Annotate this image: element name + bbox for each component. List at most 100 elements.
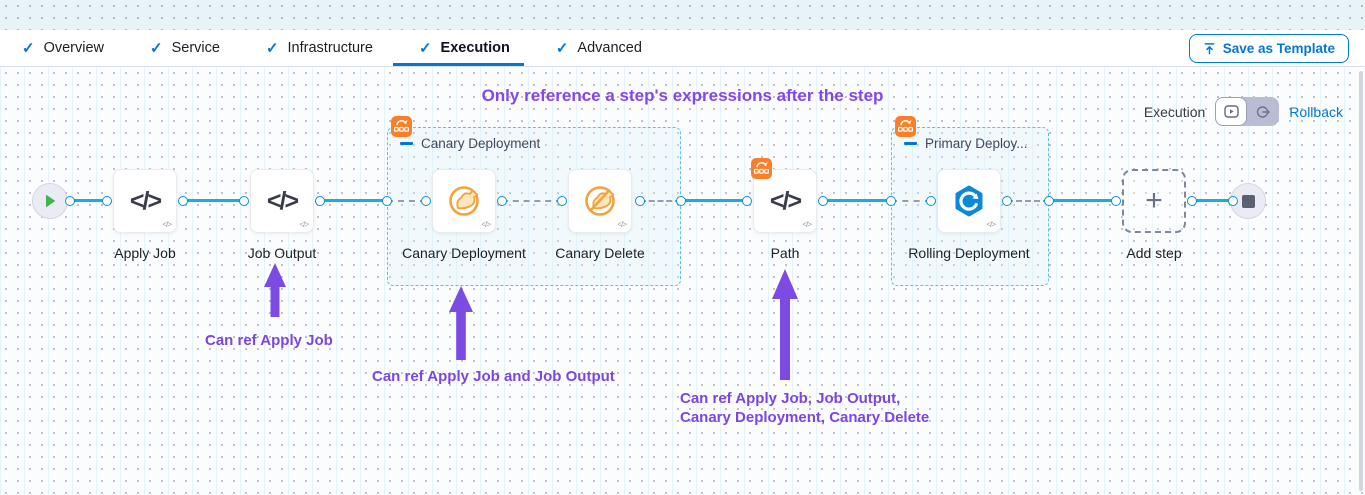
tab-label: Infrastructure [287,40,373,56]
edge-dashed [502,200,562,202]
play-icon [46,195,55,207]
step-label: Job Output [247,245,317,261]
annotation-arrow-icon [264,263,286,317]
port[interactable] [382,196,392,206]
group-label: Canary Deployment [421,136,541,151]
tab-label: Service [171,40,220,56]
tab-infrastructure[interactable]: ✓ Infrastructure [266,30,373,66]
edge [1049,199,1116,202]
group-header[interactable]: Canary Deployment [400,136,540,151]
step-canary-deployment[interactable]: </> [432,169,496,233]
edge [681,199,747,202]
port[interactable] [818,196,828,206]
port[interactable] [421,196,431,206]
annotation-arrow-icon [772,269,798,380]
collapse-icon[interactable] [400,142,413,145]
port[interactable] [676,196,686,206]
port[interactable] [178,196,188,206]
step-badge-icon [751,158,772,179]
save-as-template-label: Save as Template [1222,40,1335,56]
plus-icon: + [1145,184,1163,217]
vertical-scrollbar[interactable] [1359,71,1363,491]
step-canary-delete[interactable]: </> [568,169,632,233]
port[interactable] [315,196,325,206]
add-step-label: Add step [1126,245,1182,261]
edge [183,199,244,202]
step-apply-job[interactable]: </> </> [113,169,177,233]
execution-rollback-toggle[interactable] [1215,97,1280,126]
edge-dashed [640,200,681,202]
code-mini-icon: </> [481,220,491,229]
step-job-output[interactable]: </> </> [250,169,314,233]
edge [1192,199,1233,202]
annotation-arrow-icon [449,286,473,360]
code-mini-icon: </> [162,220,172,229]
port[interactable] [102,196,112,206]
step-path[interactable]: </> </> [753,169,817,233]
execution-icon [1224,105,1239,118]
edge-dashed [1007,200,1049,202]
annotation-title: Only reference a step's expressions afte… [481,86,884,105]
port[interactable] [886,196,896,206]
port[interactable] [635,196,645,206]
execution-toggle-button[interactable] [1215,97,1248,126]
execution-mode-label: Execution [1143,103,1206,120]
execution-rollback-control: Execution Rollback [1144,97,1343,126]
check-icon: ✓ [150,40,163,57]
code-mini-icon: </> [802,220,812,229]
rollback-toggle-button[interactable] [1247,97,1279,126]
add-step-button[interactable]: + [1122,169,1186,233]
group-label: Primary Deploy... [925,136,1028,151]
port[interactable] [1228,196,1238,206]
edge [320,199,387,202]
annotation-text: Can ref Apply Job [205,332,333,349]
canary-icon [449,186,479,216]
check-icon: ✓ [22,40,35,57]
port[interactable] [1187,196,1197,206]
step-label: Apply Job [114,245,176,261]
check-icon: ✓ [418,40,432,57]
port[interactable] [742,196,752,206]
tab-overview[interactable]: ✓ Overview [22,30,104,66]
port[interactable] [557,196,567,206]
port[interactable] [926,196,936,206]
port[interactable] [1002,196,1012,206]
tab-advanced[interactable]: ✓ Advanced [556,30,642,66]
edge-dashed [891,200,931,202]
check-icon: ✓ [555,40,569,57]
save-as-template-button[interactable]: Save as Template [1188,33,1349,63]
pipeline-start-node[interactable] [32,183,68,219]
step-label: Path [770,245,800,261]
stop-icon [1241,194,1255,208]
tab-service[interactable]: ✓ Service [150,30,220,66]
upload-template-icon [1204,42,1215,54]
step-rolling-deployment[interactable]: </> [937,169,1001,233]
pipeline-canvas[interactable]: Only reference a step's expressions afte… [0,67,1365,495]
tab-label: Execution [440,40,510,56]
canary-delete-icon [585,186,615,216]
edge [70,199,107,202]
edge-dashed [387,200,426,202]
step-group-badge-icon [895,116,916,137]
code-icon: </> [266,186,299,215]
step-group-badge-icon [391,116,412,137]
code-mini-icon: </> [299,220,309,229]
collapse-icon[interactable] [904,142,917,145]
port[interactable] [497,196,507,206]
code-icon: </> [129,186,162,215]
tab-label: Advanced [577,40,642,56]
port[interactable] [65,196,75,206]
tab-label: Overview [43,40,105,56]
rollback-icon [1256,105,1270,118]
edge [823,199,891,202]
rollback-link[interactable]: Rollback [1289,103,1343,120]
port[interactable] [1044,196,1054,206]
code-mini-icon: </> [986,220,996,229]
tab-execution[interactable]: ✓ Execution [392,30,524,66]
port[interactable] [1111,196,1121,206]
code-icon: </> [769,186,802,215]
group-header[interactable]: Primary Deploy... [904,136,1028,151]
port[interactable] [239,196,249,206]
step-label: Canary Deployment [402,245,526,261]
